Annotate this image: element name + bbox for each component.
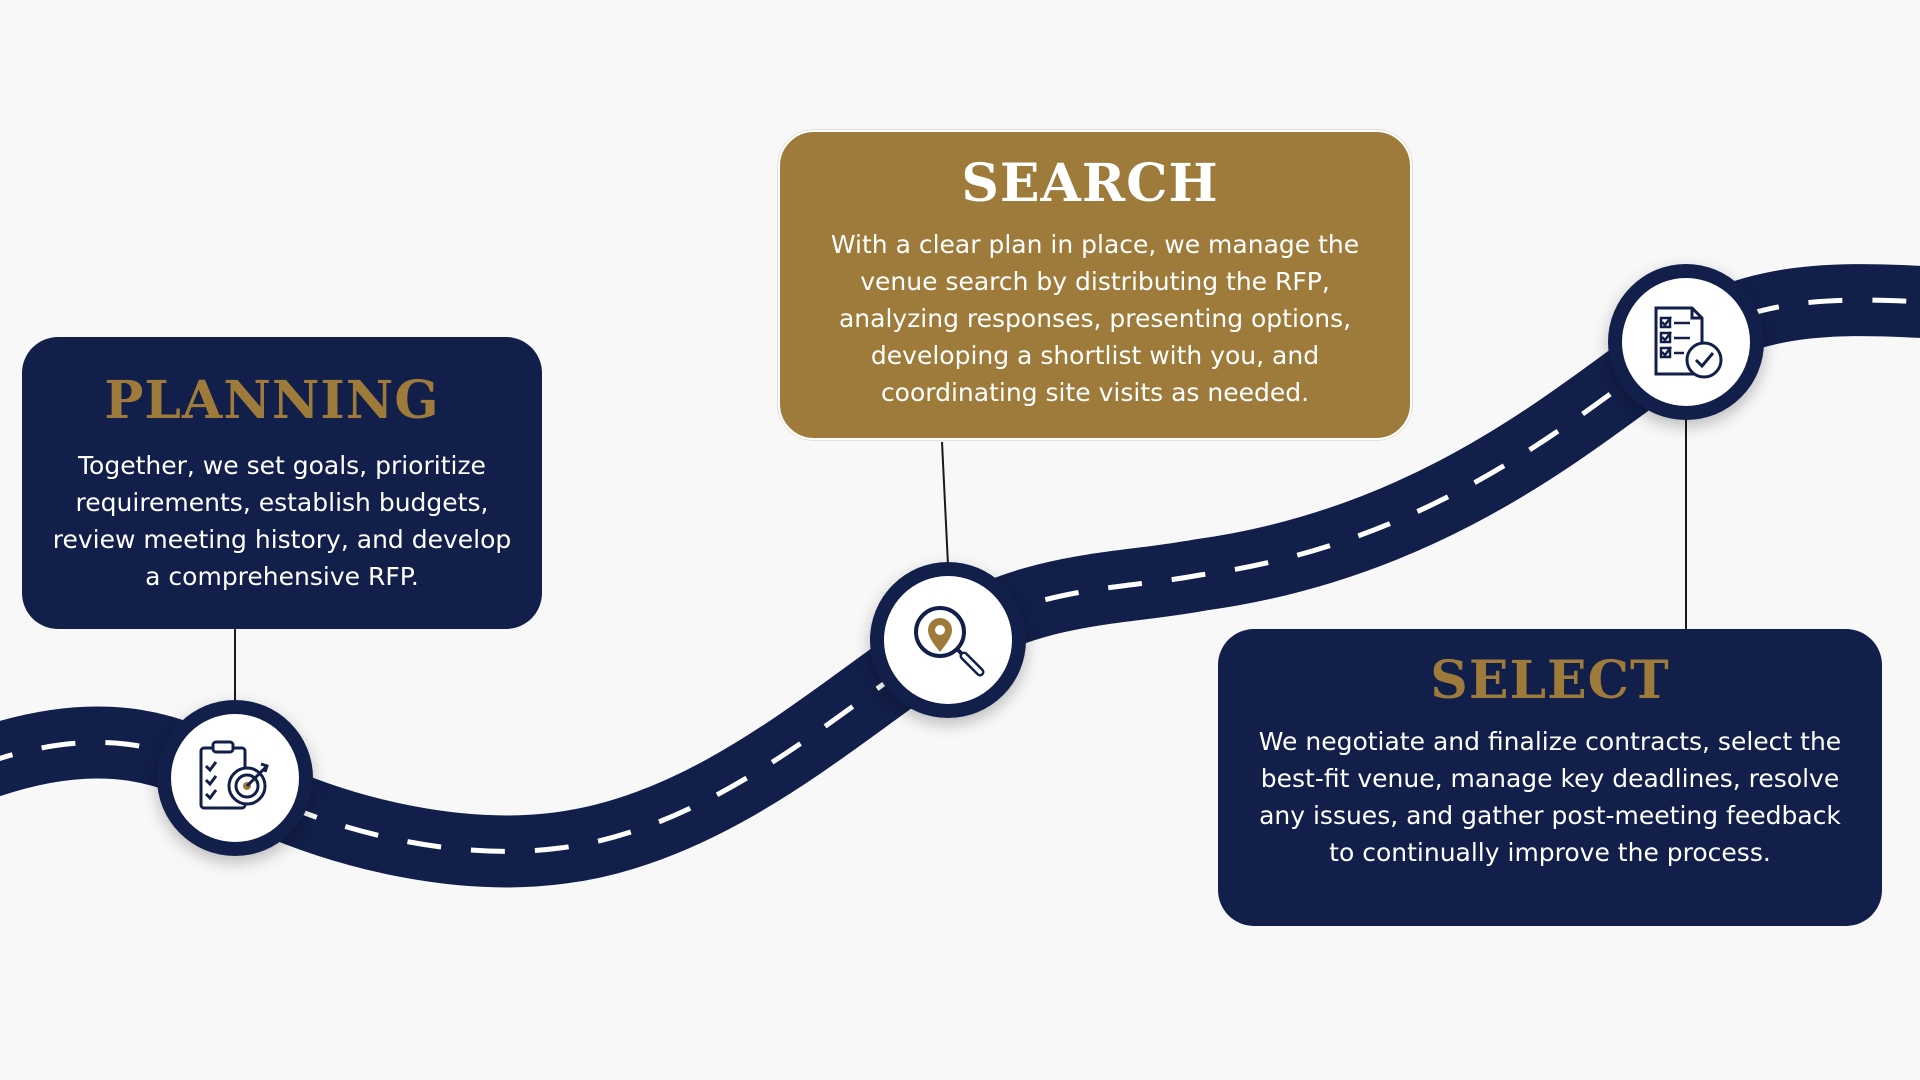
select-description: We negotiate and finalize contracts, sel…	[1258, 727, 1842, 867]
clipboard-target-icon	[199, 740, 269, 810]
magnifier-location-pin-icon	[914, 606, 985, 677]
search-title: SEARCH	[961, 153, 1219, 214]
search-node	[870, 562, 1026, 718]
planning-title: PLANNING	[104, 370, 440, 431]
checklist-approved-icon	[1654, 306, 1723, 379]
search-description: With a clear plan in place, we manage th…	[830, 230, 1360, 407]
select-card: SELECT We negotiate and finalize contrac…	[1218, 629, 1882, 926]
select-title: SELECT	[1430, 650, 1670, 711]
select-node	[1608, 264, 1764, 420]
planning-node	[157, 700, 313, 856]
planning-card: PLANNING Together, we set goals, priorit…	[22, 337, 542, 629]
search-connector-line	[941, 441, 949, 566]
planning-description: Together, we set goals, prioritize requi…	[52, 451, 512, 591]
search-card: SEARCH With a clear plan in place, we ma…	[778, 130, 1412, 440]
